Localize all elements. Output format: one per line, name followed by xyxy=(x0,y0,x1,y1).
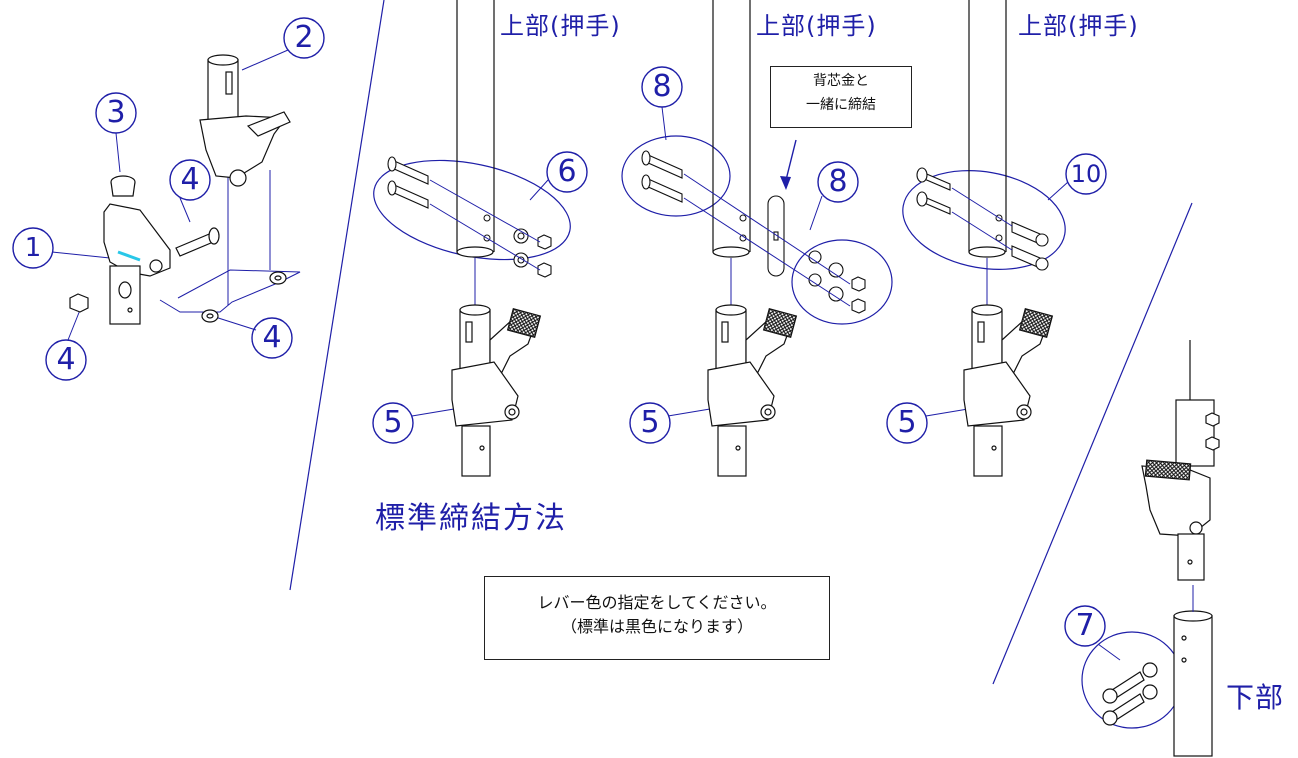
back-core-note-line-2: 一緒に締結 xyxy=(806,97,876,113)
bolt-group-oval-8a xyxy=(621,135,731,217)
bolt-group-oval-10 xyxy=(902,170,1066,270)
standard-fastening-title: 標準締結方法 xyxy=(375,501,567,536)
leader-lines xyxy=(51,49,1121,661)
callout-circle-8b xyxy=(817,161,859,203)
callout-5a: 5 xyxy=(383,405,403,440)
section-header-3: 上部(押手) xyxy=(1018,12,1139,40)
exploded-parts-left xyxy=(69,54,291,325)
callout-circle-5b xyxy=(629,402,671,444)
callout-circles xyxy=(12,17,1107,647)
callout-4b: 4 xyxy=(56,342,76,377)
callout-6: 6 xyxy=(557,154,577,189)
callout-5b: 5 xyxy=(640,405,660,440)
back-core-arrow xyxy=(780,139,797,190)
lever-color-note-line-2: （標準は黒色になります） xyxy=(560,617,753,636)
bolt-axis-lines-8 xyxy=(683,173,851,307)
bolt-axis-lines-10 xyxy=(951,187,1013,251)
callout-circle-7 xyxy=(1064,605,1106,647)
upper-tubes xyxy=(456,0,1007,258)
section-header-1: 上部(押手) xyxy=(500,12,621,40)
clamp-assembly-a xyxy=(451,258,542,477)
section-header-2: 上部(押手) xyxy=(756,12,877,40)
lower-tube-assembly xyxy=(1102,340,1220,757)
part-1-highlight xyxy=(117,250,141,262)
bolt-group-oval-8b xyxy=(791,239,893,325)
lever-color-note: レバー色の指定をしてください。 （標準は黒色になります） xyxy=(484,576,830,660)
bolts-group-6 xyxy=(387,156,552,278)
back-core-note-line-1: 背芯金と xyxy=(813,73,869,89)
callout-circle-2 xyxy=(283,17,325,59)
callout-circle-5a xyxy=(372,402,414,444)
callout-4a: 4 xyxy=(180,162,200,197)
clamp-assembly-b xyxy=(707,258,798,477)
callout-3: 3 xyxy=(106,95,126,130)
bolt-axis-lines-6 xyxy=(429,179,541,271)
callout-circle-4c xyxy=(251,317,293,359)
tube-holes xyxy=(483,214,1003,242)
callout-7: 7 xyxy=(1075,608,1095,643)
lever-color-note-line-1: レバー色の指定をしてください。 xyxy=(537,593,777,612)
callout-5c: 5 xyxy=(897,405,917,440)
back-core-note: 背芯金と 一緒に締結 xyxy=(770,66,912,128)
callout-circle-4a xyxy=(169,159,211,201)
callout-1: 1 xyxy=(24,233,42,263)
divider-line-right xyxy=(992,202,1193,685)
lower-part-label: 下部 xyxy=(1226,681,1285,714)
callout-8a: 8 xyxy=(652,69,672,104)
bolts-group-10 xyxy=(916,167,1049,271)
divider-line-left xyxy=(289,0,385,591)
callout-circle-1 xyxy=(12,227,54,269)
callout-4c: 4 xyxy=(262,320,282,355)
callout-circle-5c xyxy=(886,402,928,444)
callout-8b: 8 xyxy=(828,164,848,199)
callout-2: 2 xyxy=(294,20,314,55)
clamp-assembly-c xyxy=(963,258,1054,477)
callout-10: 10 xyxy=(1070,160,1102,188)
callout-circle-6 xyxy=(546,151,588,193)
callout-circle-10 xyxy=(1065,153,1107,195)
callout-circle-4b xyxy=(45,339,87,381)
